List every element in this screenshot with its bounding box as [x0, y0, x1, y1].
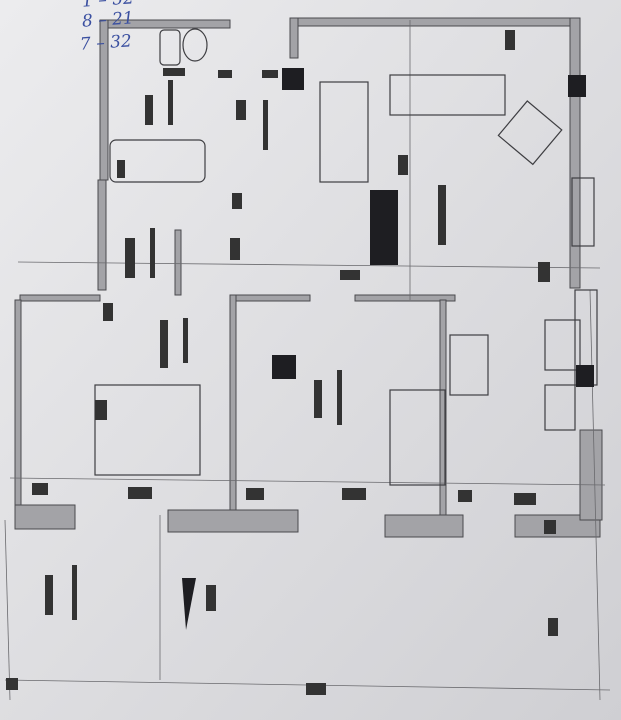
- dining-table: [449, 334, 489, 396]
- walls: [14, 17, 603, 538]
- toilet: [182, 28, 208, 62]
- fixtures: [94, 28, 598, 486]
- dimension-lines: [4, 20, 611, 701]
- cabinet: [571, 177, 595, 247]
- handwritten-note: 7 – 32: [79, 31, 133, 55]
- sofa-2: [389, 74, 506, 116]
- bed: [94, 384, 201, 476]
- bathtub: [109, 139, 206, 183]
- sink: [159, 29, 181, 66]
- stove: [544, 319, 581, 371]
- armchair: [497, 100, 563, 166]
- sofa: [319, 81, 369, 183]
- dark-blocks: [182, 68, 594, 630]
- labels: [6, 30, 558, 695]
- kitchen-sink: [544, 384, 576, 431]
- bed-2: [389, 389, 446, 486]
- handwritten-note: 8 – 21: [81, 8, 135, 32]
